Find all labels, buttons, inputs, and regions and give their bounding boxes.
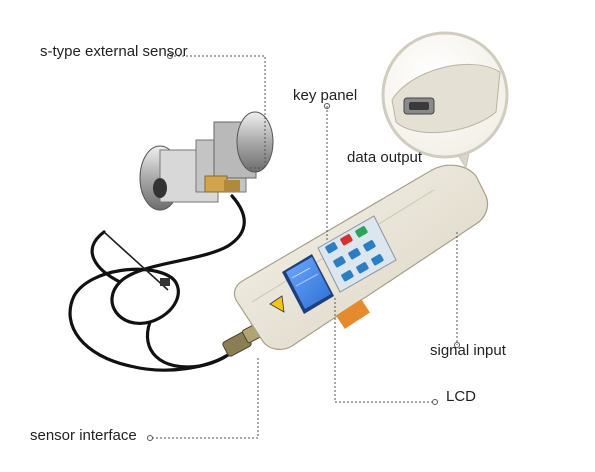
lcd-screen xyxy=(282,254,334,314)
s-type-sensor-graphic xyxy=(139,111,274,211)
label-signal-input: signal input xyxy=(430,342,506,359)
cable-tie xyxy=(103,231,170,291)
leader-lcd xyxy=(334,298,435,403)
leader-lines xyxy=(150,55,458,439)
label-lcd: LCD xyxy=(446,388,477,405)
sensor-cable xyxy=(68,194,246,372)
data-output-magnifier xyxy=(381,31,509,170)
leader-endpoints xyxy=(147,53,460,441)
label-data-output: data output xyxy=(347,149,423,166)
leader-sensor-interface xyxy=(150,358,259,439)
label-s-type-sensor: s-type external sensor xyxy=(40,43,188,60)
key-panel xyxy=(317,215,397,293)
sensor-connector-graphic xyxy=(222,322,265,357)
label-sensor-interface: sensor interface xyxy=(30,427,137,444)
label-key-panel: key panel xyxy=(293,87,358,104)
